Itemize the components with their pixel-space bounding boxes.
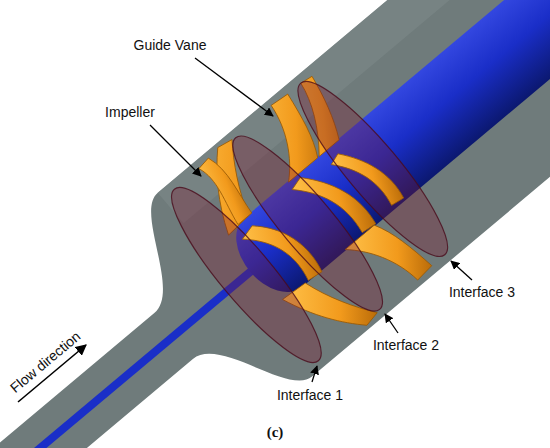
- panel-label: (c): [267, 424, 284, 440]
- impeller-blades-front: [188, 147, 324, 297]
- leader-line: [150, 125, 201, 176]
- part-label: Interface 1: [277, 387, 343, 403]
- leader-line: [385, 314, 398, 333]
- part-label: Guide Vane: [134, 37, 207, 53]
- flow-label: Flow direction: [7, 328, 83, 396]
- leader-line: [451, 261, 472, 280]
- leader-line: [312, 366, 317, 382]
- part-label: Interface 2: [373, 337, 439, 353]
- part-label: Impeller: [105, 104, 155, 120]
- interface-discs: [154, 66, 464, 377]
- leader-line: [195, 58, 273, 116]
- leader-lines: [150, 58, 472, 382]
- interface-outlines: [154, 66, 464, 377]
- part-label: Interface 3: [449, 284, 515, 300]
